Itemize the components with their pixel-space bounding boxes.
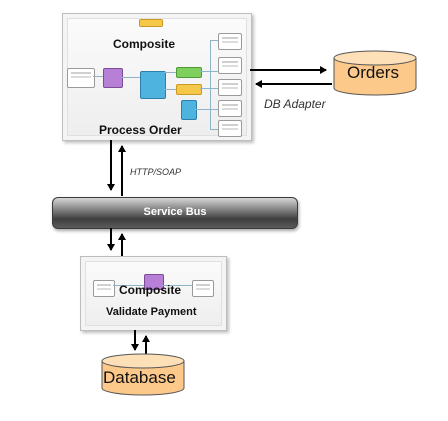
process-order-composite[interactable]: Composite Process Order bbox=[62, 13, 252, 141]
exposed-service-icon bbox=[93, 280, 115, 297]
validate-payment-title: Validate Payment bbox=[106, 306, 197, 318]
wire bbox=[162, 285, 192, 286]
database-label: Database bbox=[103, 368, 176, 387]
service-bus-label: Service Bus bbox=[143, 206, 207, 218]
validate-payment-composite[interactable]: Composite Validate Payment bbox=[80, 256, 227, 331]
wire bbox=[210, 40, 211, 130]
service-bus[interactable]: Service Bus bbox=[52, 197, 298, 229]
human-task-component bbox=[176, 84, 202, 95]
wire bbox=[195, 109, 218, 110]
wire bbox=[164, 89, 176, 90]
reference-card-4 bbox=[218, 100, 242, 117]
adapter-component bbox=[181, 100, 197, 120]
top-reference-component bbox=[139, 19, 163, 27]
mediator-component bbox=[144, 274, 164, 290]
wire bbox=[93, 76, 103, 77]
wire bbox=[121, 77, 140, 78]
exposed-service-icon bbox=[67, 68, 95, 88]
bpel-process-component bbox=[140, 71, 166, 99]
reference-card-2 bbox=[218, 57, 242, 74]
wire bbox=[210, 40, 218, 41]
reference-card-5 bbox=[218, 120, 242, 137]
reference-card-3 bbox=[218, 79, 242, 96]
validate-payment-composite-label: Composite bbox=[119, 283, 182, 297]
http-soap-label: HTTP/SOAP bbox=[130, 167, 182, 177]
orders-database-cylinder bbox=[333, 50, 417, 96]
db-adapter-label: DB Adapter bbox=[264, 97, 326, 111]
wire bbox=[113, 285, 144, 286]
process-order-title: Process Order bbox=[99, 123, 182, 137]
wire bbox=[210, 129, 218, 130]
business-rule-component bbox=[176, 67, 202, 78]
mediator-component bbox=[103, 68, 123, 88]
database-cylinder bbox=[101, 353, 185, 396]
process-order-composite-label: Composite bbox=[113, 37, 176, 51]
reference-card-1 bbox=[218, 33, 242, 50]
reference-card bbox=[192, 280, 214, 297]
wire bbox=[200, 71, 218, 72]
wire bbox=[200, 88, 218, 89]
orders-label: Orders bbox=[347, 63, 399, 82]
wire bbox=[164, 72, 176, 73]
